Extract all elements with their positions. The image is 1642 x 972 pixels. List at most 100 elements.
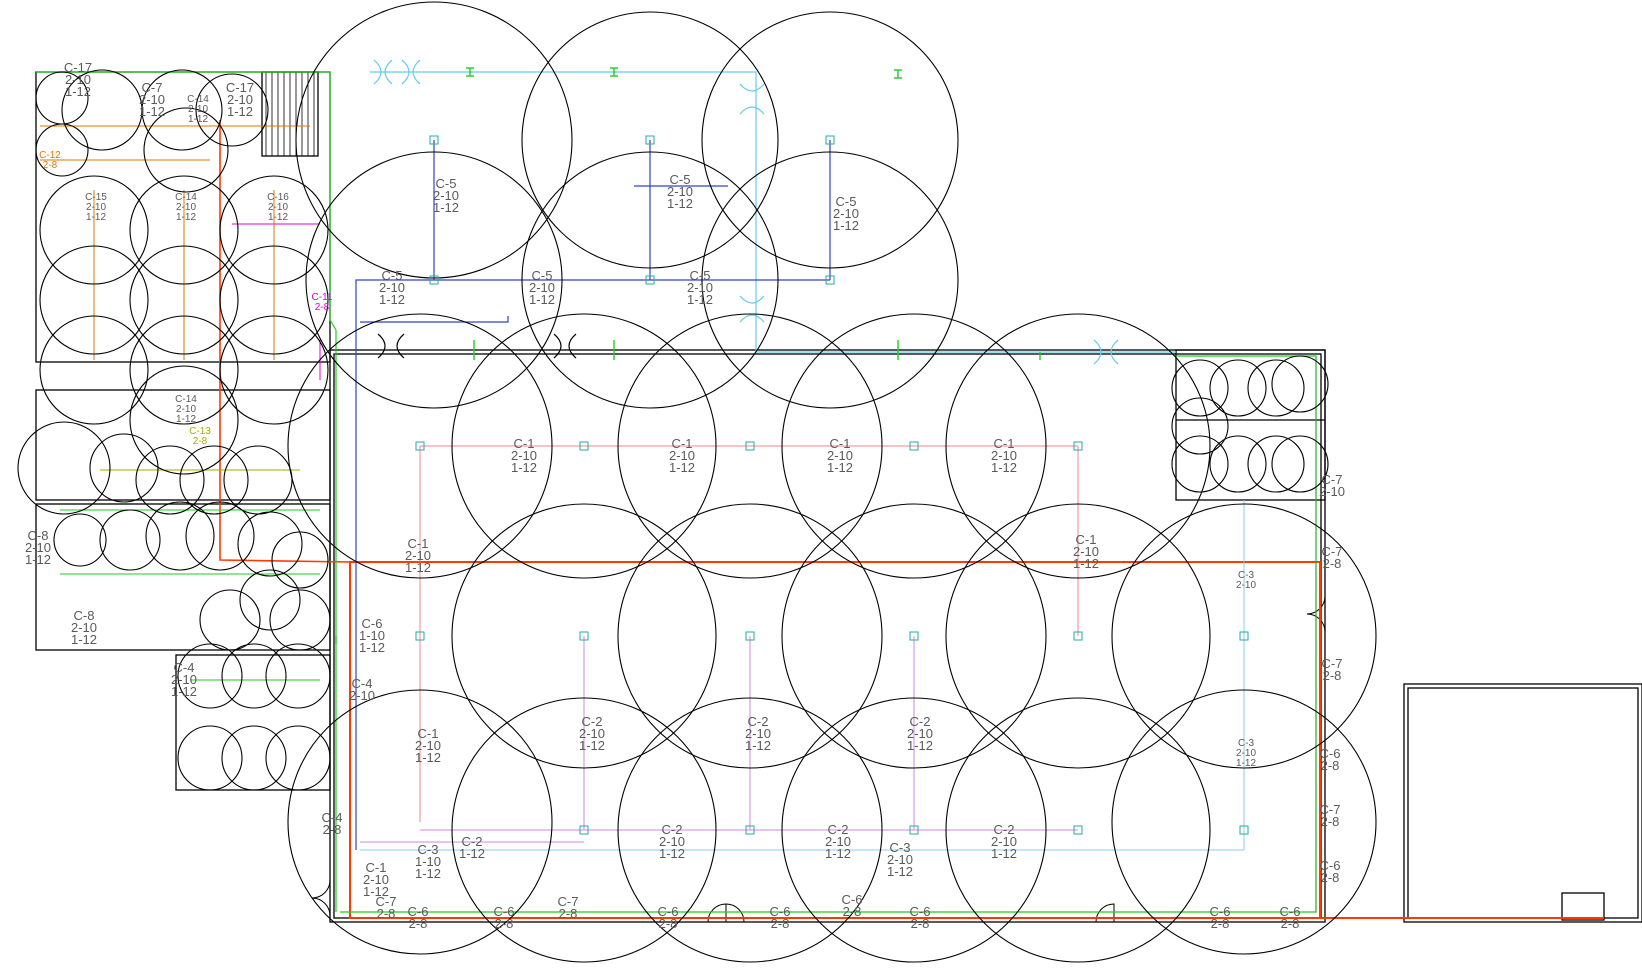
zone-label: C-14: [175, 394, 197, 405]
coverage-circle: [39, 245, 149, 355]
zone-label: 2-10: [227, 92, 253, 107]
tick-markers: [335, 67, 1041, 644]
coverage-circle: [1171, 397, 1229, 455]
sprinkler-head: [745, 441, 755, 451]
zone-label: 2-10: [433, 188, 459, 203]
zone-label: 2-10: [1319, 484, 1345, 499]
zone-label: 1-12: [268, 212, 288, 223]
zone-label: 2-10: [171, 672, 197, 687]
zone-label: 1-12: [176, 212, 196, 223]
zone-label: 2-10: [363, 872, 389, 887]
riser-box: [1561, 892, 1605, 921]
zone-label: 1-12: [669, 460, 695, 475]
zone-label: 2-10: [579, 726, 605, 741]
zone-label: 2-10: [71, 620, 97, 635]
zone-label: C-2: [994, 822, 1015, 837]
zone-label: C-5: [670, 172, 691, 187]
zone-label: C-6: [408, 904, 429, 919]
coverage-circle: [451, 697, 717, 963]
zone-label: 1-12: [227, 104, 253, 119]
zone-label: C-5: [836, 194, 857, 209]
zone-label: C-6: [1210, 904, 1231, 919]
zone-label: C-3: [1238, 570, 1255, 581]
zone-label: C-6: [1280, 904, 1301, 919]
valve-icon: [373, 59, 421, 85]
zone-label: C-7: [1320, 802, 1341, 817]
zone-label: 2-10: [825, 834, 851, 849]
valve-icon: [739, 295, 765, 323]
zone-label: C-1: [672, 436, 693, 451]
sprinkler-head: [415, 441, 425, 451]
coverage-circle: [53, 513, 107, 567]
zone-label: C-6: [494, 904, 515, 919]
sprinkler-head: [909, 825, 919, 835]
coverage-circle: [129, 175, 239, 285]
coverage-circle: [617, 313, 883, 579]
zone-label: C-5: [690, 268, 711, 283]
coverage-circle: [521, 151, 779, 409]
zone-label: C-2: [910, 714, 931, 729]
coverage-circle: [1247, 359, 1305, 417]
zone-label: C-8: [74, 608, 95, 623]
sprinkler-head: [1239, 825, 1249, 835]
valve-icon: [739, 83, 765, 115]
coverage-circle: [177, 725, 243, 791]
sprinkler-head: [645, 275, 655, 285]
sprinkler-head: [429, 275, 439, 285]
zone-label: 1-12: [459, 846, 485, 861]
coverage-circle: [39, 175, 149, 285]
coverage-circle: [701, 151, 959, 409]
zone-label: 2-8: [1321, 870, 1340, 885]
zone-label: 1-12: [907, 738, 933, 753]
zone-label: 2-8: [843, 904, 862, 919]
zone-label: C-1: [830, 436, 851, 451]
coverage-circle: [287, 313, 553, 579]
sprinkler-head: [645, 135, 655, 145]
zone-label: C-6: [770, 904, 791, 919]
zone-label: 2-8: [43, 160, 58, 171]
coverage-circle: [781, 313, 1047, 579]
sprinkler-head: [909, 441, 919, 451]
zone-label: C-4: [174, 660, 195, 675]
zone-label: 1-12: [86, 212, 106, 223]
c5-blue-branches: [355, 140, 831, 850]
zone-label: 2-10: [1236, 580, 1256, 591]
zone-label: 2-10: [991, 448, 1017, 463]
coverage-circle: [781, 503, 1047, 769]
zone-label: 1-12: [363, 884, 389, 899]
zone-label: C-3: [1238, 738, 1255, 749]
zone-label: C-3: [890, 840, 911, 855]
zone-label: 1-10: [359, 628, 385, 643]
coverage-circle: [1247, 435, 1305, 493]
zone-label: 1-12: [511, 460, 537, 475]
zone-label: 2-10: [139, 92, 165, 107]
valve-icon: [1093, 339, 1119, 365]
zone-label: 1-12: [379, 292, 405, 307]
valve-symbols: [373, 59, 1119, 365]
coverage-circle: [129, 365, 239, 475]
coverage-circle: [945, 697, 1211, 963]
coverage-circle: [451, 503, 717, 769]
zone-label: 2-10: [415, 738, 441, 753]
sprinkler-head: [1073, 441, 1083, 451]
sprinkler-head: [429, 135, 439, 145]
right-wall-labels: C-7 2-8 C-7 2-8 C-6 2-8 C-7 2-8 C-6 2-8 …: [1319, 472, 1345, 885]
zone-label: C-2: [582, 714, 603, 729]
zone-label: 2-8: [409, 916, 428, 931]
zone-label: C-4: [322, 810, 343, 825]
stair-hatch: [261, 71, 319, 157]
coverage-circle: [185, 501, 255, 571]
zone-label: C-8: [28, 528, 49, 543]
coverage-circle: [143, 107, 229, 193]
zone-label: 2-8: [1323, 556, 1342, 571]
coverage-circle: [237, 511, 303, 577]
zone-label: C-17: [226, 80, 254, 95]
zone-label: 2-10: [349, 688, 375, 703]
zone-label: 2-10: [991, 834, 1017, 849]
sprinkler-head: [415, 631, 425, 641]
zone-label: 1-12: [833, 218, 859, 233]
zone-label: C-7: [1322, 472, 1343, 487]
coverage-circle: [141, 69, 223, 151]
coverage-circle: [221, 643, 287, 709]
coverage-circle: [221, 725, 287, 791]
